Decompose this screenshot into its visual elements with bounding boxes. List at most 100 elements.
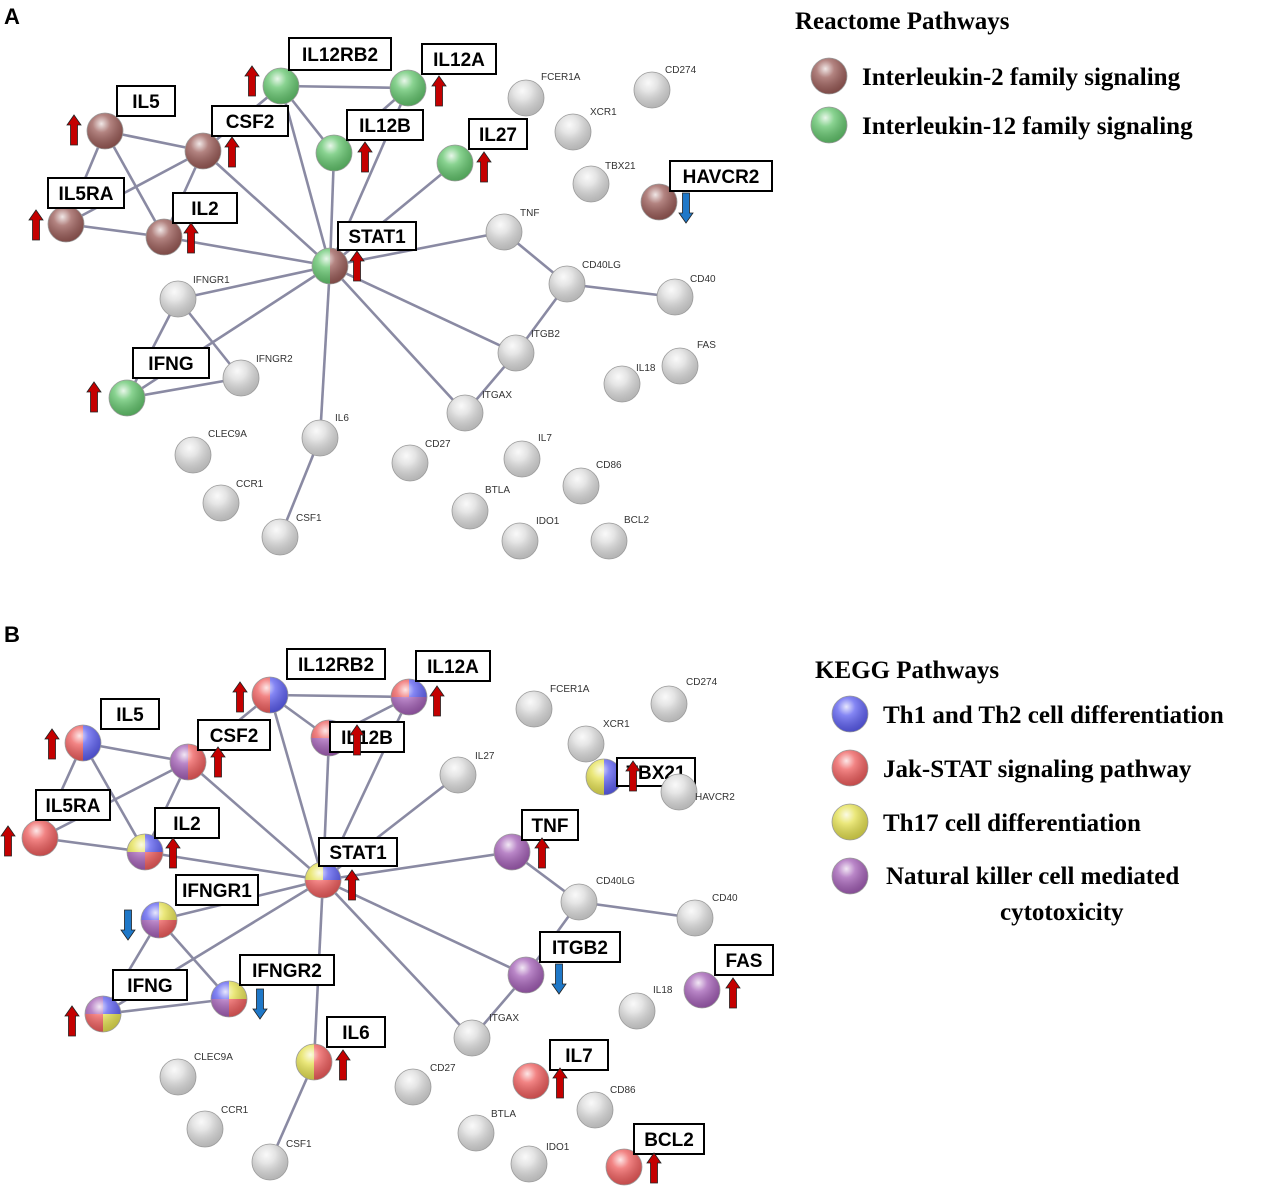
label-ccr1-b: CCR1 — [221, 1105, 249, 1116]
label-stat1-a: STAT1 — [348, 227, 406, 248]
node-stat1-a — [311, 247, 349, 285]
arrow-up-icon-ifng-b — [64, 1005, 80, 1037]
node-il6-a — [301, 419, 339, 457]
arrow-up-icon-il5-b — [44, 728, 60, 760]
label-ifng-b: IFNG — [127, 976, 172, 997]
label-csf1-a: CSF1 — [296, 513, 322, 524]
label-il12a-a: IL12A — [433, 50, 485, 71]
node-ifngr2-b — [210, 980, 248, 1018]
node-csf2-b — [169, 743, 207, 781]
legend-swatch-th1-and-th2-cell-differentiation-b — [831, 695, 869, 733]
arrow-up-icon-il12rb2-b — [232, 681, 248, 713]
legend-b: KEGG Pathways Th1 and Th2 cell different… — [815, 657, 1224, 926]
label-box-il6-b — [326, 1016, 386, 1048]
node-stat1-b — [304, 861, 342, 899]
arrow-down-icon-itgb2-b — [551, 963, 567, 995]
edge-il5-il2 — [103, 130, 166, 238]
node-tbx21-a — [572, 165, 610, 203]
node-btla-a — [451, 492, 489, 530]
label-havcr2-a: HAVCR2 — [683, 167, 760, 188]
node-ifngr2-a — [222, 359, 260, 397]
node-ido1-b — [510, 1145, 548, 1183]
edge-il12rb2-stat1 — [268, 694, 325, 881]
label-ifngr2-a: IFNGR2 — [256, 354, 293, 365]
node-xcr1-a — [554, 113, 592, 151]
label-il5-b: IL5 — [116, 705, 144, 726]
legend-a: Reactome Pathways Interleukin-2 family s… — [795, 8, 1193, 144]
node-il5ra-a — [47, 205, 85, 243]
node-fas-b — [683, 971, 721, 1009]
label-il12rb2-b: IL12RB2 — [298, 655, 374, 676]
node-ifngr1-b — [140, 901, 178, 939]
node-ifng-b — [84, 995, 122, 1033]
panel-label-b: B — [4, 622, 20, 647]
label-bcl2-a: BCL2 — [624, 515, 649, 526]
node-il18-b — [618, 992, 656, 1030]
label-fas-a: FAS — [697, 340, 716, 351]
node-il12a-b — [390, 678, 428, 716]
arrow-down-icon-ifngr1-b — [120, 909, 136, 941]
node-il12rb2-a — [262, 67, 300, 105]
arrow-up-icon-stat1-b — [344, 869, 360, 901]
edge-ifng-ifngr2 — [102, 997, 230, 1016]
label-box-il12b-a — [346, 109, 424, 141]
arrow-up-icon-il6-b — [335, 1049, 351, 1081]
node-csf1-b — [251, 1143, 289, 1181]
node-cd274-b — [650, 685, 688, 723]
node-cd86-b — [576, 1091, 614, 1129]
label-box-il27-a — [468, 118, 528, 150]
label-box-il7-b — [549, 1039, 609, 1071]
label-box-ifng-a — [132, 347, 210, 379]
label-il6-b: IL6 — [342, 1023, 369, 1044]
label-xcr1-a: XCR1 — [590, 107, 617, 118]
label-csf2-b: CSF2 — [210, 726, 259, 747]
legend-swatch-th17-cell-differentiation-b — [831, 803, 869, 841]
label-clec9a-b: CLEC9A — [194, 1052, 233, 1063]
label-ido1-a: IDO1 — [536, 516, 560, 527]
label-btla-b: BTLA — [491, 1109, 516, 1120]
edge-il5ra-csf2 — [39, 760, 189, 840]
node-cd40-b — [676, 899, 714, 937]
node-cd86-a — [562, 467, 600, 505]
arrow-down-icon-havcr2-a — [678, 192, 694, 224]
edge-stat1-itgb2 — [322, 878, 527, 977]
label-il12rb2-a: IL12RB2 — [302, 45, 378, 66]
label-btla-a: BTLA — [485, 485, 510, 496]
legend-label-interleukin-12-family-signaling: Interleukin-12 family signaling — [862, 113, 1193, 140]
node-il12a-a — [389, 69, 427, 107]
legend-label-natural-killer-cell-mediated-cytotoxicity-line1: Natural killer cell mediated — [886, 863, 1179, 890]
arrow-up-icon-ifng-a — [86, 381, 102, 413]
node-btla-b — [457, 1114, 495, 1152]
label-box-fas-b — [714, 944, 774, 976]
legend-title-a: Reactome Pathways — [795, 8, 1010, 35]
node-il27-b — [439, 756, 477, 794]
label-il2-b: IL2 — [173, 814, 200, 835]
label-box-il5-a — [116, 85, 176, 117]
node-itgax-a — [446, 394, 484, 432]
label-il7-a: IL7 — [538, 433, 552, 444]
node-il7-a — [503, 440, 541, 478]
node-il18-a — [603, 365, 641, 403]
label-box-csf2-b — [197, 719, 271, 751]
node-tnf-a — [485, 213, 523, 251]
label-stat1-b: STAT1 — [329, 843, 387, 864]
label-fas-b: FAS — [726, 951, 763, 972]
legend-swatch-interleukin-12-family-signaling-a — [810, 106, 848, 144]
node-cd40-a — [656, 278, 694, 316]
node-fcer1a-a — [507, 79, 545, 117]
node-cd40lg-a — [548, 265, 586, 303]
node-itgax-b — [453, 1019, 491, 1057]
edge-il5-il2 — [81, 742, 147, 853]
label-fcer1a-a: FCER1A — [541, 72, 581, 83]
label-cd27-a: CD27 — [425, 439, 451, 450]
node-bcl2-b — [605, 1148, 643, 1186]
node-il5-b — [64, 724, 102, 762]
label-il2-a: IL2 — [191, 199, 218, 220]
label-csf2-a: CSF2 — [226, 112, 275, 133]
arrow-up-icon-csf2-b — [210, 746, 226, 778]
node-bcl2-a — [590, 522, 628, 560]
label-il5ra-a: IL5RA — [59, 184, 114, 205]
label-il5ra-b: IL5RA — [46, 796, 101, 817]
node-ccr1-b — [186, 1110, 224, 1148]
